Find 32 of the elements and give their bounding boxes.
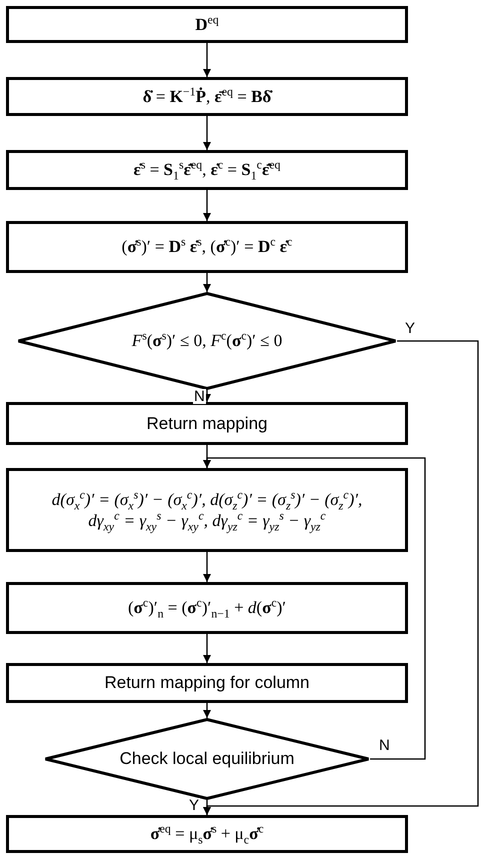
edge-label: N <box>193 389 206 404</box>
arrow <box>203 703 211 718</box>
formula-text: D$^{eq}$ <box>195 14 219 36</box>
process-box <box>6 402 408 445</box>
process-box <box>6 77 408 116</box>
formula-text: F$^{s}$(σ$^{s}$)′ ≤ 0, F$^{c}$(σ$^{c}$)′ ≤ 0 <box>132 330 282 352</box>
process-box <box>6 663 408 703</box>
step-label: Return mapping for column <box>104 672 310 694</box>
arrow <box>203 190 211 221</box>
process-box <box>6 150 408 190</box>
arrow <box>203 800 211 815</box>
step-label: Return mapping <box>146 412 268 434</box>
formula-text: d(σ$_{x}$$^{c}$)′ = (σ$_{x}$$^{s}$)′ − (σ$_{x}$$^{c}$)′, d(σ$_{z}$$^{c}$)′ = (σ$_{z}$$^{s}$)′ − (σ$_{z}$$^{c}$)′, <box>52 488 362 510</box>
edge-label: Y <box>404 321 416 336</box>
arrow <box>203 43 211 77</box>
arrow <box>203 457 426 760</box>
step-label: Check local equilibrium <box>120 748 294 770</box>
process-box <box>6 582 408 634</box>
edge-label: Y <box>188 798 200 813</box>
process-box <box>6 6 408 43</box>
arrow <box>203 273 211 292</box>
process-box <box>6 815 408 853</box>
formula-text: δ̇ = K$^{−1}$Ṗ, ε̄$^{eq}$ = Bδ̇ <box>142 86 272 108</box>
arrow <box>203 116 211 150</box>
formula-text: (σ$^{c}$)′$_{n}$ = (σ$^{c}$)′$_{n−1}$ + d(σ$^{c}$)′ <box>128 597 286 619</box>
decision-diamond <box>44 718 370 800</box>
process-box <box>6 221 408 273</box>
edge-label: N <box>378 738 391 753</box>
decision-diamond <box>17 292 397 390</box>
process-box <box>6 468 408 552</box>
arrow <box>203 634 211 663</box>
arrow <box>203 552 211 582</box>
